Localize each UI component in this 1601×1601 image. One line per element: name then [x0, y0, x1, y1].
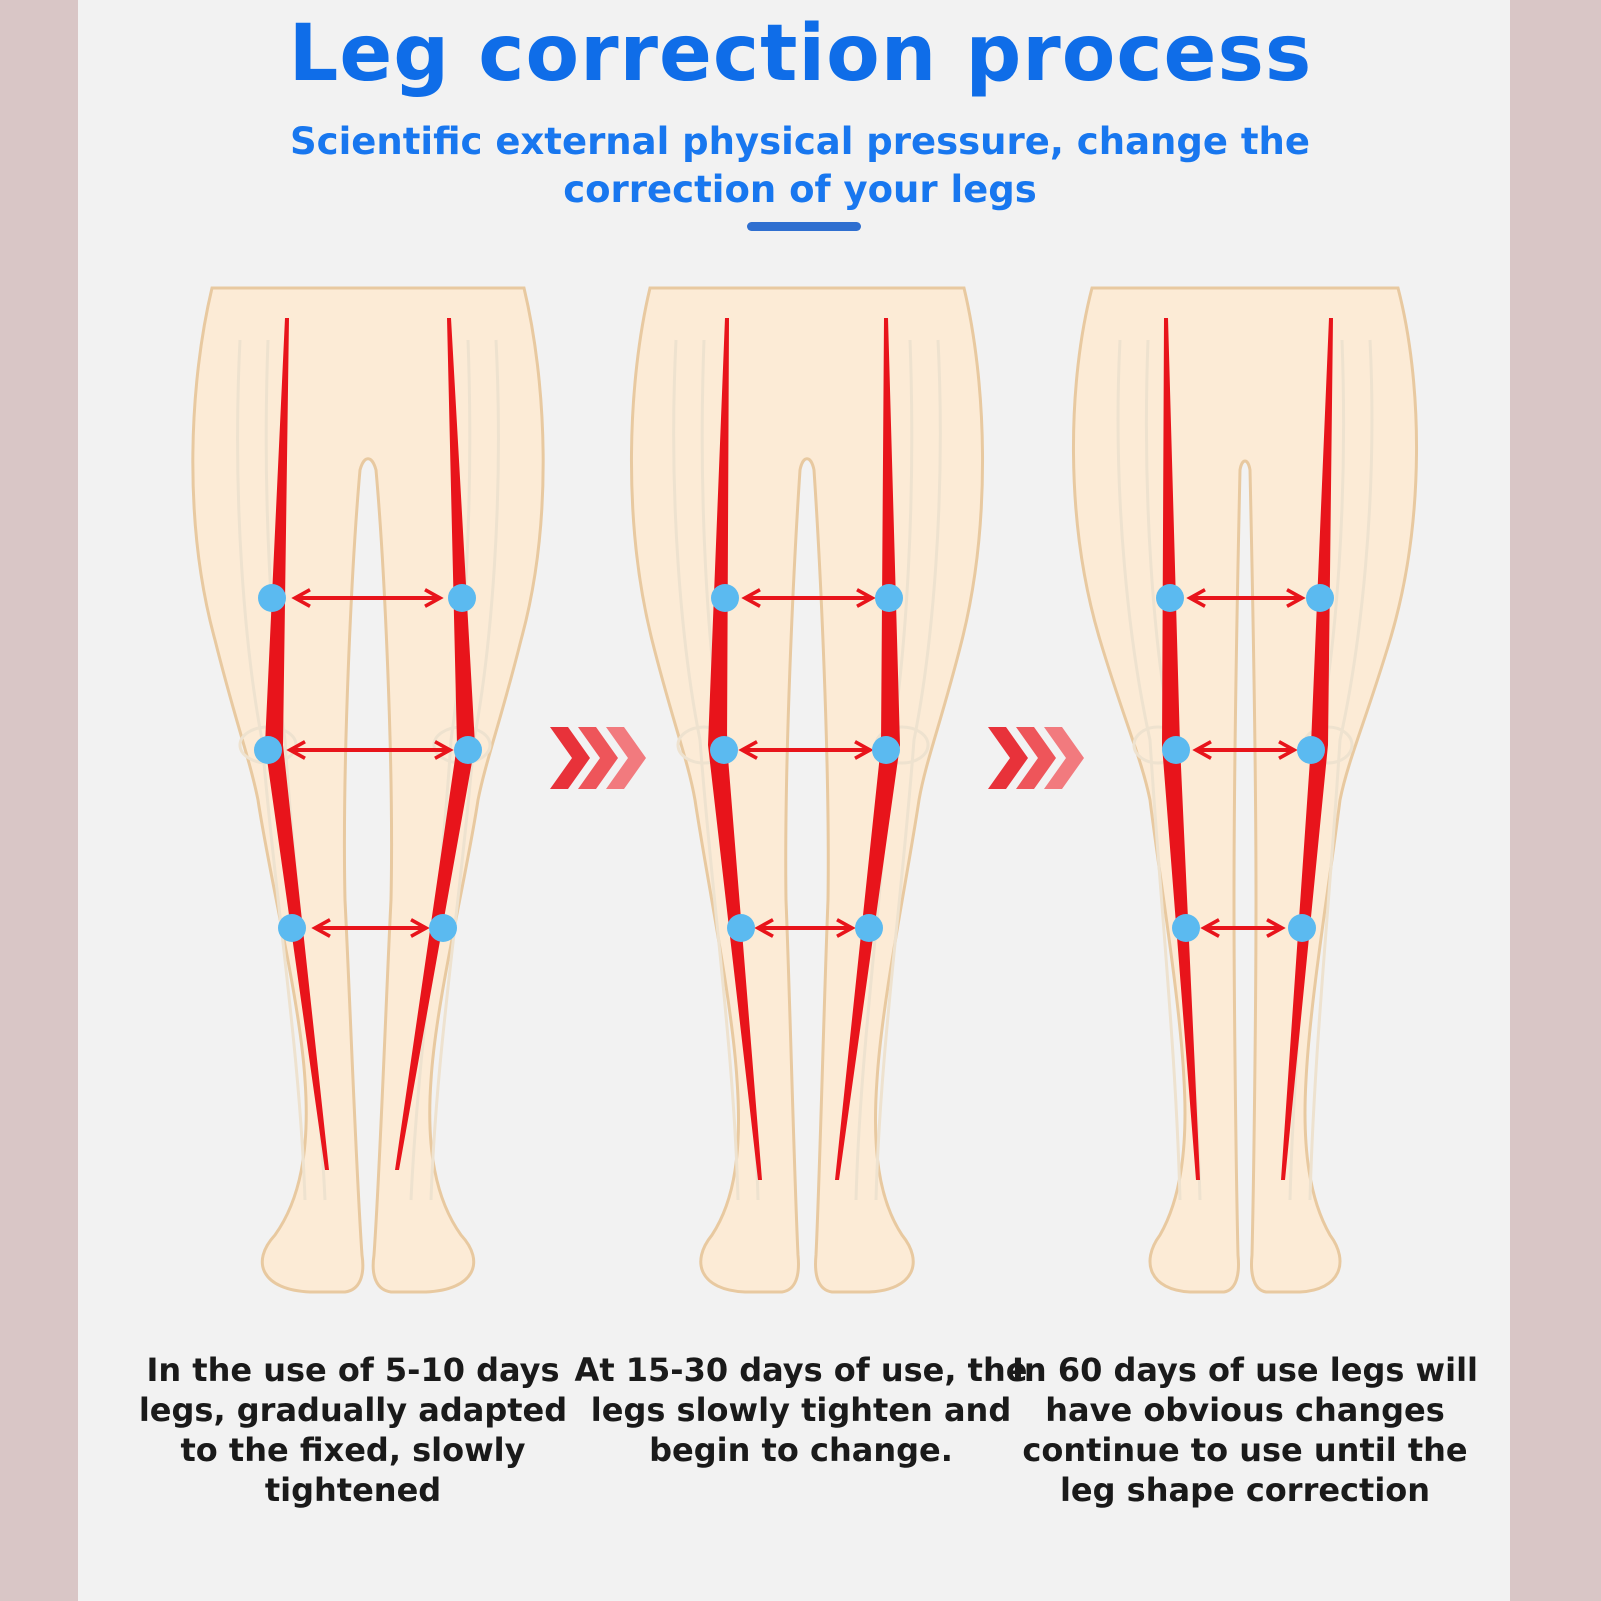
stage-2-joint-dot: [875, 584, 903, 612]
stage-3-joint-dot: [1306, 584, 1334, 612]
stage-1-joint-dot: [454, 736, 482, 764]
stage-2-joint-dot: [872, 736, 900, 764]
stage-3-leg-silhouette: [1071, 286, 1419, 1294]
stage-1-leg-silhouette: [191, 286, 545, 1294]
stage-3-right-axis-line: [1281, 318, 1333, 1180]
stage-3-left-axis-line: [1162, 318, 1200, 1180]
stage-1-joint-dot: [258, 584, 286, 612]
stage-2-joint-dot: [855, 914, 883, 942]
stage-1-legs: [191, 286, 545, 1294]
stage-1-left-axis-line: [265, 318, 329, 1170]
stage-3-joint-dot: [1162, 736, 1190, 764]
stage-3-caption: In 60 days of use legs will have obvious…: [1011, 1351, 1478, 1509]
progress-chevrons-icon: [550, 727, 646, 789]
stage-2-leg-silhouette: [629, 286, 985, 1294]
stage-1-joint-dot: [254, 736, 282, 764]
stage-2-left-axis-line: [708, 318, 762, 1180]
stage-1-joint-dot: [448, 584, 476, 612]
stage-1-caption: In the use of 5-10 days legs, gradually …: [138, 1351, 568, 1509]
stage-2-joint-dot: [727, 914, 755, 942]
stage-1-right-axis-line: [395, 318, 475, 1170]
stage-3-legs: [1071, 286, 1419, 1294]
stage-1-joint-dot: [278, 914, 306, 942]
stage-3-joint-dot: [1288, 914, 1316, 942]
stage-2-caption: At 15-30 days of use, the legs slowly ti…: [574, 1351, 1028, 1469]
stage-3-joint-dot: [1297, 736, 1325, 764]
stage-1-joint-dot: [429, 914, 457, 942]
page-title: Leg correction process: [288, 9, 1313, 99]
stage-3-joint-dot: [1172, 914, 1200, 942]
title-underline: [747, 222, 861, 231]
stage-3-joint-dot: [1156, 584, 1184, 612]
progress-chevrons-icon: [988, 727, 1084, 789]
stage-2-legs: [629, 286, 985, 1294]
page-subtitle: Scientific external physical pressure, c…: [290, 120, 1310, 211]
stage-2-right-axis-line: [835, 318, 900, 1180]
stage-2-joint-dot: [710, 736, 738, 764]
stage-2-joint-dot: [711, 584, 739, 612]
